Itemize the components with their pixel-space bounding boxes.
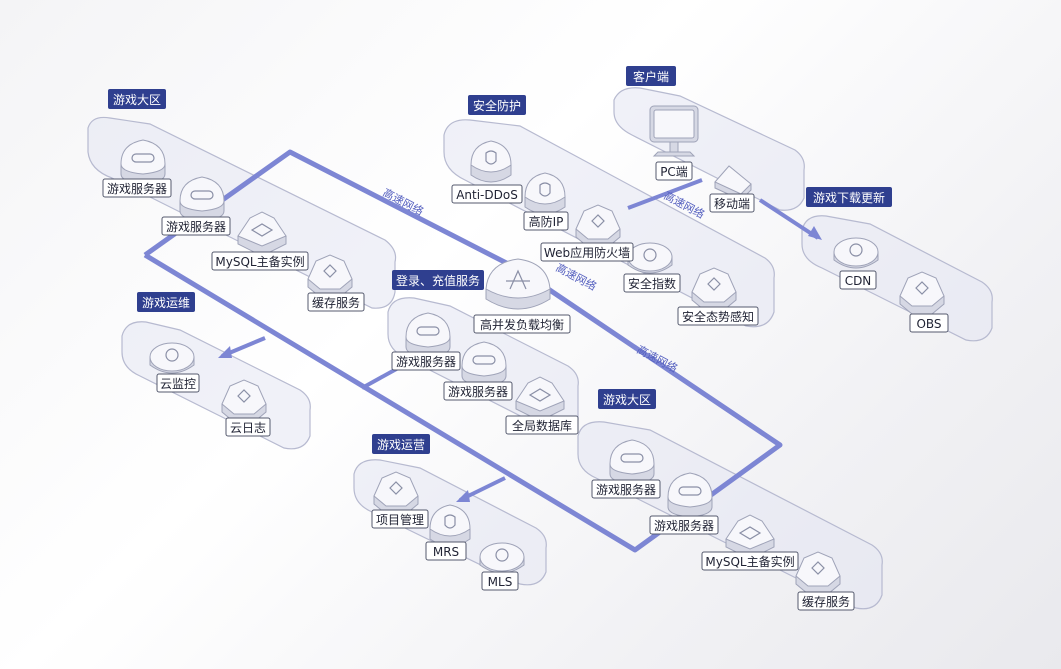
label-game-server-2b: 游戏服务器	[649, 515, 719, 535]
label-project-mgmt: 项目管理	[371, 509, 429, 529]
svg-text:游戏服务器: 游戏服务器	[596, 482, 656, 497]
svg-text:游戏运营: 游戏运营	[377, 438, 425, 452]
label-security-index: 安全指数	[623, 273, 681, 293]
server-icon	[120, 139, 166, 185]
label-login-server-b: 游戏服务器	[443, 381, 513, 401]
server-icon	[179, 176, 225, 222]
label-cdn: CDN	[839, 270, 877, 290]
tag-game-region-2: 游戏大区	[598, 389, 656, 409]
svg-text:MySQL主备实例: MySQL主备实例	[705, 554, 794, 569]
label-situation-awareness: 安全态势感知	[677, 306, 759, 326]
label-elb: 高并发负载均衡	[473, 314, 571, 334]
zone-download	[801, 215, 993, 342]
svg-text:MRS: MRS	[433, 545, 459, 559]
label-global-db: 全局数据库	[505, 415, 579, 435]
label-mysql-1: MySQL主备实例	[211, 251, 309, 271]
svg-text:CDN: CDN	[845, 274, 872, 288]
svg-text:游戏运维: 游戏运维	[142, 296, 190, 310]
label-mobile: 移动端	[709, 193, 755, 213]
server-icon	[667, 472, 713, 518]
svg-text:移动端: 移动端	[714, 197, 750, 211]
tag-download: 游戏下载更新	[806, 187, 892, 207]
svg-text:登录、充值服务: 登录、充值服务	[396, 273, 480, 288]
zone-ops	[121, 321, 311, 450]
svg-text:游戏大区: 游戏大区	[603, 393, 651, 407]
svg-text:缓存服务: 缓存服务	[802, 594, 850, 609]
tag-security: 安全防护	[468, 95, 526, 115]
label-cloud-log: 云日志	[225, 417, 271, 437]
tag-login: 登录、充值服务	[392, 270, 484, 290]
cdn-icon	[833, 237, 879, 269]
index-icon	[627, 242, 673, 274]
svg-text:项目管理: 项目管理	[376, 512, 424, 527]
arrow-operation	[456, 490, 470, 502]
tag-client: 客户端	[626, 66, 676, 86]
label-waf: Web应用防火墙	[540, 242, 634, 262]
svg-text:Anti-DDoS: Anti-DDoS	[456, 188, 518, 202]
svg-text:游戏下载更新: 游戏下载更新	[813, 190, 885, 205]
tag-operation: 游戏运营	[372, 434, 430, 454]
svg-text:游戏服务器: 游戏服务器	[396, 354, 456, 369]
svg-text:游戏大区: 游戏大区	[113, 93, 161, 107]
svg-text:MLS: MLS	[488, 575, 513, 589]
svg-text:游戏服务器: 游戏服务器	[166, 219, 226, 234]
network-label-3: 高速网络	[554, 260, 599, 293]
svg-text:游戏服务器: 游戏服务器	[654, 518, 714, 533]
monitor-icon	[149, 342, 195, 374]
arrow-download	[808, 226, 822, 240]
network-label-4: 高速网络	[635, 342, 680, 375]
label-cache-2: 缓存服务	[797, 591, 855, 611]
svg-text:安全指数: 安全指数	[628, 276, 676, 291]
label-cache-1: 缓存服务	[307, 292, 365, 312]
label-cloud-monitor: 云监控	[156, 373, 200, 393]
network-line-main	[143, 149, 783, 553]
svg-text:云监控: 云监控	[160, 377, 196, 391]
svg-text:游戏服务器: 游戏服务器	[448, 384, 508, 399]
server-icon	[405, 312, 451, 358]
zone-plates	[87, 87, 993, 610]
tag-ops: 游戏运维	[137, 292, 195, 312]
label-game-server-1a: 游戏服务器	[102, 178, 172, 198]
svg-text:高并发负载均衡: 高并发负载均衡	[480, 317, 564, 332]
label-mls: MLS	[481, 571, 519, 591]
label-mysql-2: MySQL主备实例	[701, 551, 799, 571]
svg-text:客户端: 客户端	[633, 69, 669, 84]
svg-text:缓存服务: 缓存服务	[312, 295, 360, 310]
network-branch-download	[758, 198, 820, 240]
svg-text:OBS: OBS	[916, 317, 941, 331]
label-high-ip: 高防IP	[523, 211, 569, 231]
svg-text:安全态势感知: 安全态势感知	[682, 309, 754, 324]
arrow-ops	[218, 346, 232, 358]
server-icon	[461, 341, 507, 387]
server-icon	[609, 439, 655, 485]
svg-text:MySQL主备实例: MySQL主备实例	[215, 254, 304, 269]
tag-game-region-1: 游戏大区	[108, 89, 166, 109]
svg-text:游戏服务器: 游戏服务器	[107, 181, 167, 196]
label-game-server-2a: 游戏服务器	[591, 479, 661, 499]
label-login-server-a: 游戏服务器	[391, 351, 461, 371]
zone-tags: 游戏大区 安全防护 客户端 游戏下载更新 游戏运维 登录、充值服务 游戏大区	[108, 66, 892, 454]
mls-icon	[479, 542, 525, 574]
node-labels: 游戏服务器 游戏服务器 MySQL主备实例 缓存服务 Anti-DDoS 高防I…	[102, 161, 949, 611]
svg-text:高防IP: 高防IP	[529, 214, 564, 229]
load-balancer-icon	[485, 258, 551, 310]
svg-text:PC端: PC端	[660, 165, 688, 179]
label-pc: PC端	[655, 161, 693, 181]
label-mrs: MRS	[425, 541, 467, 561]
svg-text:安全防护: 安全防护	[473, 98, 521, 113]
network-branch-client	[627, 178, 703, 210]
label-game-server-1b: 游戏服务器	[161, 216, 231, 236]
svg-text:Web应用防火墙: Web应用防火墙	[544, 245, 630, 260]
svg-text:全局数据库: 全局数据库	[512, 418, 572, 433]
label-anti-ddos: Anti-DDoS	[451, 184, 523, 204]
label-obs: OBS	[909, 313, 949, 333]
svg-text:云日志: 云日志	[230, 421, 266, 435]
